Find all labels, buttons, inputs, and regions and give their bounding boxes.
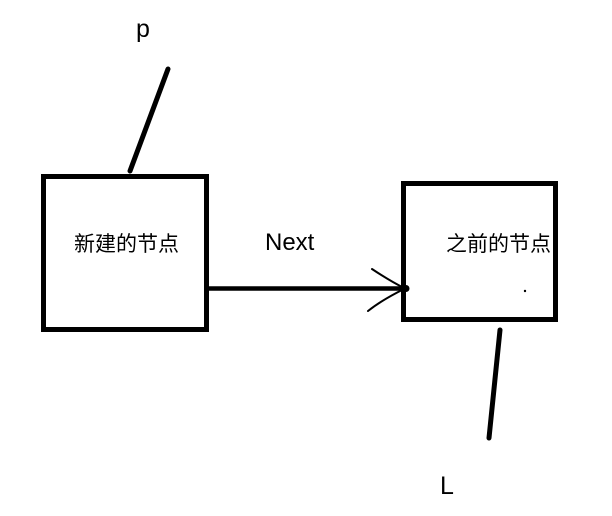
pointer-l-line	[486, 327, 503, 441]
edge-next-arrowhead-upper	[371, 268, 405, 289]
edge-next-arrowhead-lower	[367, 288, 405, 312]
stray-dot	[523, 289, 527, 293]
node-prev-label: 之前的节点	[446, 233, 551, 256]
node-new-label: 新建的节点	[74, 233, 179, 256]
pointer-l-label: L	[440, 472, 454, 500]
edge-next-arrow-tip	[402, 285, 410, 292]
pointer-p-line	[127, 66, 171, 174]
node-prev-box	[401, 181, 558, 322]
pointer-p-label: p	[136, 15, 150, 43]
edge-next-label: Next	[265, 229, 315, 256]
node-new-box	[41, 174, 209, 332]
node-prev-label-clip: 之前的节点	[446, 230, 556, 260]
